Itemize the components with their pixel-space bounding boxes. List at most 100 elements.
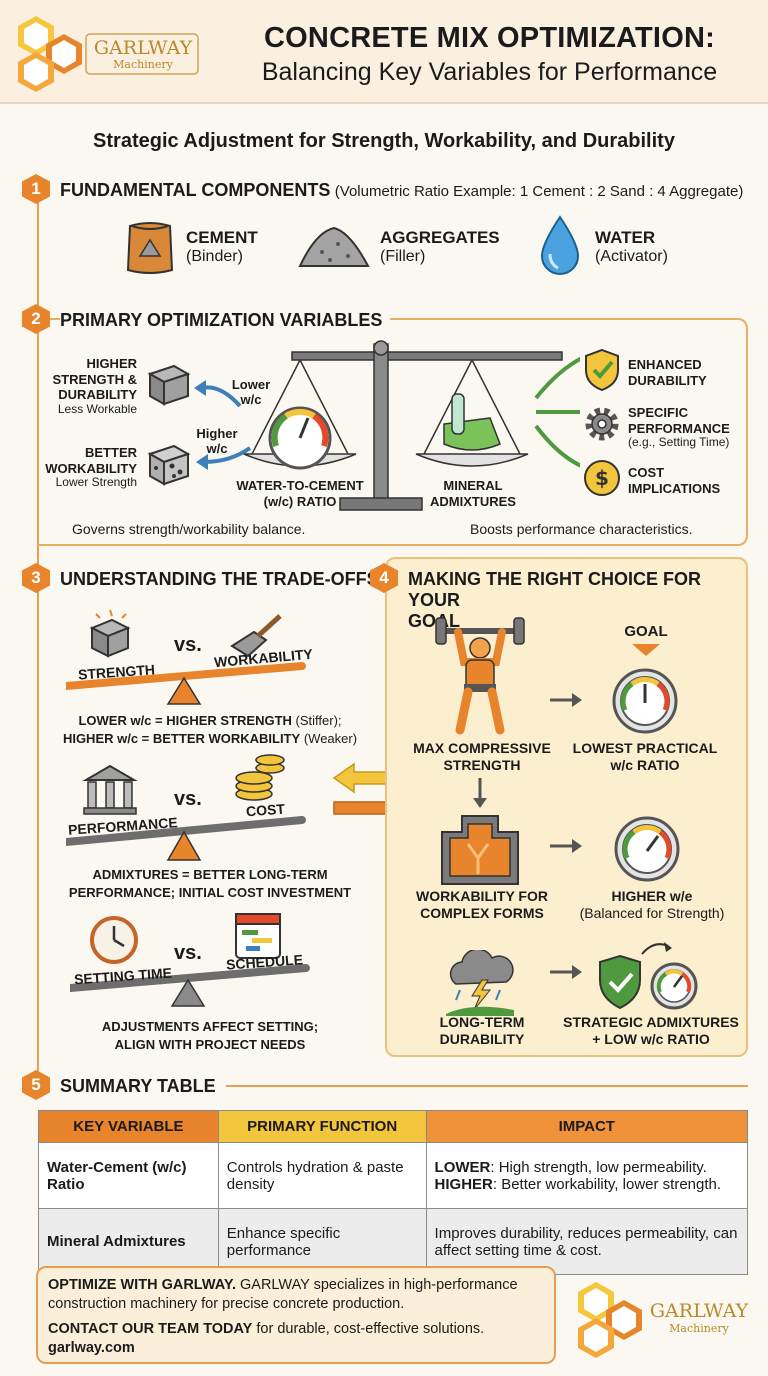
water-drop-icon (540, 215, 580, 275)
gauge-low-icon (612, 668, 678, 734)
water-role: (Activator) (595, 248, 668, 265)
arrow-down-icon (473, 778, 487, 808)
goal-1-right: LOWEST PRACTICAL w/c RATIO (570, 740, 720, 774)
setting-time-note: (e.g., Setting Time) (628, 435, 730, 449)
garlway-logo-icon (18, 16, 199, 92)
section-1-note: (Volumetric Ratio Example: 1 Cement : 2 … (334, 183, 744, 200)
balance-scale-icon (194, 340, 580, 511)
tradeoff-1-part-a: LOWER w/c = HIGHER STRENGTH (78, 713, 292, 728)
shield-check-icon (585, 348, 619, 392)
aggregates-role: (Filler) (380, 248, 426, 265)
logo-name: GARLWAY (93, 37, 193, 59)
footer-website-link[interactable]: garlway.com (48, 1339, 135, 1356)
higher-wc-arrow-label: Higher w/c (196, 426, 238, 456)
table-row: Mineral Admixtures Enhance specific perf… (38, 1208, 749, 1275)
goal-1-left-line-1: MAX COMPRESSIVE (413, 740, 551, 756)
section-2-title: PRIMARY OPTIMIZATION VARIABLES (60, 310, 391, 331)
tradeoff-3-text: ADJUSTMENTS AFFECT SETTING; ALIGN WITH P… (40, 1018, 380, 1053)
table-header-impact: IMPACT (425, 1110, 749, 1143)
goal-2-right-line-1: HIGHER w/e (611, 888, 693, 904)
enhanced-durability-label: ENHANCED DURABILITY (628, 357, 707, 388)
vs-label-2: vs. (174, 788, 202, 810)
shield-gauge-icon (599, 942, 698, 1010)
table-row: Water-Cement (w/c) Ratio Controls hydrat… (38, 1142, 749, 1209)
aggregates-label: AGGREGATES (380, 228, 500, 247)
table-cell-impact: LOWER: High strength, low permeability. … (425, 1142, 749, 1209)
tradeoff-3-line-1: ADJUSTMENTS AFFECT SETTING; (101, 1019, 319, 1034)
table-header-row: KEY VARIABLE PRIMARY FUNCTION IMPACT (38, 1110, 749, 1143)
logo-sub: Machinery (113, 58, 173, 71)
higher-strength-label: HIGHER STRENGTH & DURABILITY (52, 356, 138, 403)
lower-wc-arrow-label: Lower w/c (231, 377, 271, 407)
cement-role: (Binder) (186, 248, 243, 265)
less-workable-label: Less Workable (57, 402, 137, 416)
goal-3-right-line-1: STRATEGIC ADMIXTURES (563, 1014, 739, 1030)
footer-contact-bold: CONTACT OUR TEAM TODAY (48, 1320, 253, 1337)
goal-2-left: WORKABILITY FOR COMPLEX FORMS (402, 888, 562, 922)
water-label: WATER (595, 228, 656, 247)
section-5-rule (226, 1085, 748, 1087)
goal-3-right: STRATEGIC ADMIXTURES + LOW w/c RATIO (556, 1014, 746, 1048)
tradeoff-2-line-2: PERFORMANCE; INITIAL COST INVESTMENT (68, 884, 352, 900)
arrow-right-icon-2 (550, 839, 582, 853)
gauge-mid-icon (614, 816, 680, 882)
table-header-function: PRIMARY FUNCTION (217, 1110, 427, 1143)
section-2-panel (38, 318, 748, 546)
goal-2-right-line-2: (Balanced for Strength) (579, 904, 725, 921)
tradeoff-1-text: LOWER w/c = HIGHER STRENGTH (Stiffer); H… (40, 712, 380, 747)
cement-label: CEMENT (186, 228, 258, 247)
table-cell-function: Enhance specific performance (217, 1208, 427, 1275)
formwork-icon (441, 815, 519, 885)
goal-2-left-line-2: COMPLEX FORMS (420, 904, 544, 921)
tradeoff-3-line-2: ALIGN WITH PROJECT NEEDS (114, 1036, 306, 1052)
page-subtitle: Balancing Key Variables for Performance (261, 58, 718, 86)
vs-label-3: vs. (174, 942, 202, 964)
summary-table: KEY VARIABLE PRIMARY FUNCTION IMPACT Wat… (38, 1110, 749, 1275)
footer-optimize-text: GARLWAY specializes in high-performance … (48, 1277, 518, 1312)
goal-2-right: HIGHER w/e (Balanced for Strength) (562, 888, 742, 922)
wc-caption: Governs strength/workability balance. (72, 521, 306, 537)
table-header-variable: KEY VARIABLE (38, 1110, 219, 1143)
footer-logo-sub: Machinery (669, 1322, 729, 1335)
footer-contact-text: for durable, cost-effective solutions. (252, 1320, 485, 1337)
goal-3-right-line-2: + LOW w/c RATIO (592, 1030, 710, 1047)
summary-table-wrap: KEY VARIABLE PRIMARY FUNCTION IMPACT Wat… (38, 1110, 749, 1275)
cost-label: COST (245, 800, 286, 820)
better-workability-label: BETTER WORKABILITY (45, 445, 137, 476)
tradeoff-1-part-d: (Weaker) (303, 730, 358, 746)
dollar-coin-icon: $ (584, 460, 620, 496)
section-3-number: 3 (22, 563, 50, 593)
arrow-right-icon-1 (550, 693, 582, 707)
lower-strength-label: Lower Strength (55, 475, 137, 489)
goal-label: GOAL (624, 623, 668, 640)
svg-text:$: $ (595, 466, 609, 490)
footer-garlway-logo-icon (578, 1282, 642, 1358)
footer-logo-name: GARLWAY (649, 1300, 749, 1322)
strength-workability-seesaw (66, 609, 306, 705)
tradeoff-2-text: ADMIXTURES = BETTER LONG-TERM PERFORMANC… (40, 866, 380, 901)
section-4-title-line-2: GOAL (408, 611, 460, 631)
section-1-number: 1 (22, 174, 50, 204)
tradeoff-1-part-c: HIGHER w/c = BETTER WORKABILITY (62, 730, 301, 746)
goal-1-right-line-2: w/c RATIO (610, 756, 680, 773)
intro-heading: Strategic Adjustment for Strength, Worka… (93, 130, 675, 152)
wc-ratio-label: WATER-TO-CEMENT (w/c) RATIO (236, 478, 364, 509)
table-cell-variable: Mineral Admixtures (38, 1208, 219, 1275)
setting-schedule-seesaw (70, 913, 310, 1007)
impact-lower-label: LOWER (434, 1158, 491, 1176)
table-cell-impact: Improves durability, reduces permeabilit… (425, 1208, 749, 1275)
footer-optimize: OPTIMIZE WITH GARLWAY. GARLWAY specializ… (48, 1276, 544, 1314)
aggregate-pile-icon (298, 226, 370, 267)
table-cell-variable: Water-Cement (w/c) Ratio (38, 1142, 219, 1209)
cost-implications-label: COST IMPLICATIONS (628, 465, 721, 496)
section-4-title-line-1: MAKING THE RIGHT CHOICE FOR YOUR (408, 569, 701, 610)
goal-1-right-line-1: LOWEST PRACTICAL (572, 740, 718, 756)
section-5-title: SUMMARY TABLE (60, 1076, 216, 1096)
vs-label-1: vs. (174, 634, 202, 656)
goal-1-left: MAX COMPRESSIVE STRENGTH (402, 740, 562, 774)
section-1-heading: FUNDAMENTAL COMPONENTS (Volumetric Ratio… (60, 180, 760, 201)
footer-callout: OPTIMIZE WITH GARLWAY. GARLWAY specializ… (36, 1266, 556, 1364)
goal-3-left-line-1: LONG-TERM (439, 1014, 525, 1030)
storm-cloud-icon (446, 950, 514, 1016)
footer-contact: CONTACT OUR TEAM TODAY for durable, cost… (48, 1320, 544, 1339)
